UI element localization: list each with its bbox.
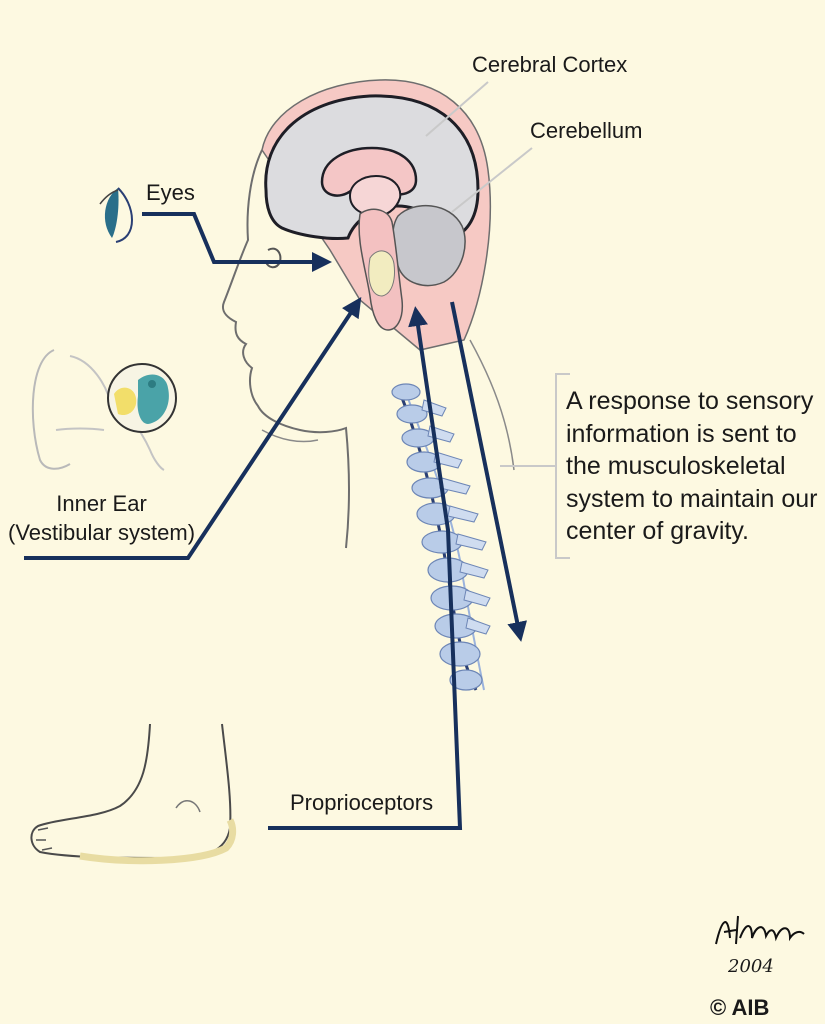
cerebellum-leader-line	[451, 147, 533, 213]
eye-on-head	[265, 247, 282, 269]
inner-ear-label-line1: Inner Ear	[56, 491, 147, 516]
proprioceptors-label: Proprioceptors	[290, 790, 434, 815]
eyes-arrow	[142, 212, 332, 272]
cerebral-cortex-label: Cerebral Cortex	[472, 52, 628, 77]
response-bracket	[500, 373, 570, 559]
cerebellum-shape	[392, 204, 466, 287]
foot-illustration	[30, 723, 237, 865]
cortex-leader-line	[425, 81, 489, 137]
cerebellum-label: Cerebellum	[530, 118, 643, 143]
head-profile-outline	[222, 149, 350, 549]
signature-year: 2004	[728, 956, 774, 977]
cervical-spine	[391, 383, 491, 691]
inner-ear-icon	[31, 349, 177, 471]
response-arrow	[450, 301, 528, 642]
copyright-notice: © AIB	[710, 995, 770, 1020]
eyes-label: Eyes	[146, 180, 195, 205]
neck-front-line	[261, 429, 319, 443]
neck-back-line	[469, 339, 515, 471]
inner-ear-arrow	[24, 297, 362, 560]
brainstem-yellow	[368, 250, 395, 297]
eye-icon	[99, 187, 134, 243]
artist-signature	[715, 915, 805, 945]
proprioceptors-arrow	[268, 306, 463, 830]
response-text: A response to sensory information is sen…	[566, 387, 818, 545]
inner-ear-label: Inner Ear (Vestibular system)	[8, 490, 195, 547]
inner-ear-label-line2: (Vestibular system)	[8, 519, 196, 545]
